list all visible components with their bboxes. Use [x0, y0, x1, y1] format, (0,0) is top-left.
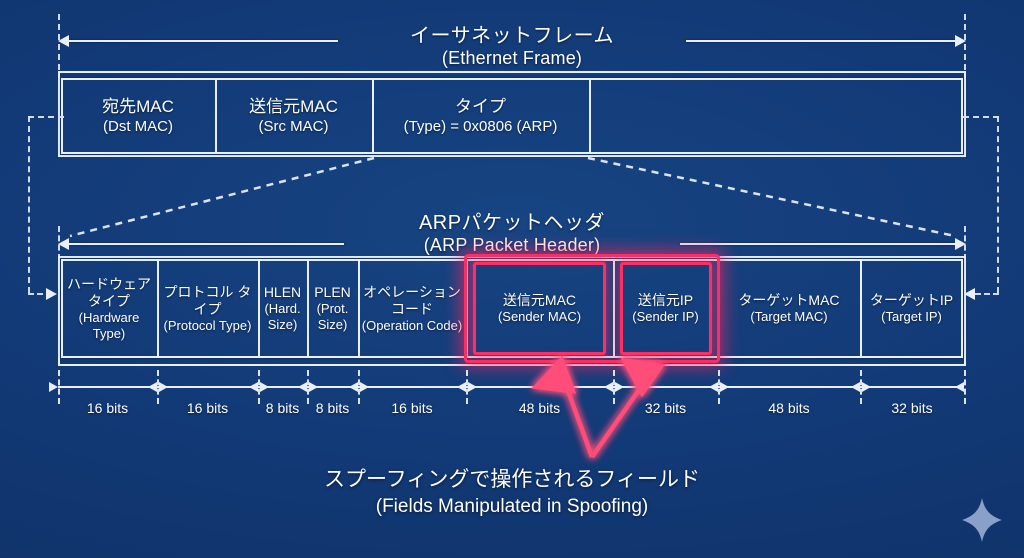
- ethernet-measure-arrow: [58, 35, 966, 47]
- arp-header-table: [61, 259, 963, 358]
- field-label-jp: ターゲットIP: [869, 292, 954, 308]
- bits-label-hardware-type: 16 bits: [86, 400, 129, 416]
- ethernet-title-jp: イーサネットフレーム: [410, 25, 614, 47]
- ethernet-divider-2: [372, 78, 374, 154]
- arp-field-target-mac[interactable]: ターゲットMAC (Target MAC): [718, 259, 860, 358]
- arp-divider-8: [860, 259, 862, 358]
- field-label-en: (Target IP): [881, 309, 942, 324]
- ethernet-frame-outer: [58, 71, 966, 157]
- expand-left-connector-h2: [28, 293, 52, 295]
- arp-title-en: (ARP Packet Header): [423, 235, 601, 255]
- field-label-jp: 宛先MAC: [102, 97, 174, 116]
- field-label-en: (Protocol Type): [163, 317, 252, 333]
- arp-divider-3: [307, 259, 309, 358]
- ethernet-field-src-mac[interactable]: 送信元MAC (Src MAC): [215, 78, 372, 154]
- arp-left-guide: [58, 226, 60, 260]
- bits-ruler: 16 bits 16 bits 8 bits 8 bits 16 bits 48…: [0, 370, 1024, 420]
- spoofing-caption-en: (Fields Manipulated in Spoofing): [375, 496, 649, 517]
- expand-right-connector-v: [997, 116, 999, 293]
- spoofing-caption-jp: スプーフィングで操作されるフィールド: [324, 468, 700, 491]
- ethernet-field-type[interactable]: タイプ (Type) = 0x0806 (ARP): [372, 78, 589, 154]
- field-label-en: (Target MAC): [750, 309, 828, 324]
- spoofing-highlight-group: [464, 254, 720, 363]
- bits-label-target-mac: 48 bits: [768, 400, 810, 416]
- field-label-en: (Sender MAC): [497, 309, 582, 324]
- field-label-en: (Prot. Size): [316, 301, 349, 332]
- field-label-jp: ハードウェア タイプ: [67, 275, 151, 309]
- ethernet-field-payload[interactable]: [589, 78, 963, 154]
- field-label-jp: タイプ: [455, 97, 506, 116]
- expand-right-arrowhead: [964, 288, 975, 300]
- field-label-jp: HLEN: [263, 284, 302, 300]
- field-label-en: (Src MAC): [258, 118, 329, 135]
- arp-divider-6: [613, 259, 615, 358]
- arp-divider-1: [157, 259, 159, 358]
- bits-label-sender-ip: 32 bits: [644, 400, 687, 416]
- arp-measure-arrow: [58, 238, 966, 250]
- arp-divider-4: [358, 259, 360, 358]
- ethernet-title-en: (Ethernet Frame): [441, 48, 583, 68]
- ethernet-left-guide: [58, 14, 60, 70]
- bits-label-hlen: 8 bits: [265, 400, 300, 416]
- arp-right-guide: [964, 226, 966, 260]
- field-label-jp: 送信元MAC: [249, 97, 338, 116]
- field-label-en: (Hardware Type): [78, 309, 140, 341]
- bits-label-protocol-type: 16 bits: [186, 400, 229, 416]
- field-label-jp: ターゲットMAC: [738, 292, 840, 308]
- ethernet-right-guide: [964, 14, 966, 70]
- field-label-jp: 送信元MAC: [502, 292, 577, 308]
- ethernet-divider-3: [589, 78, 591, 154]
- ethernet-divider-1: [215, 78, 217, 154]
- arp-field-target-ip[interactable]: ターゲットIP (Target IP): [860, 259, 963, 358]
- bits-label-operation-code: 16 bits: [391, 400, 433, 416]
- arp-field-operation-code[interactable]: オペレーションコード (Operation Code): [358, 259, 466, 358]
- field-label-en: (Dst MAC): [103, 118, 173, 135]
- spoofing-highlight-sender-mac: [473, 262, 606, 355]
- field-label-en: (Operation Code): [361, 317, 463, 333]
- field-label-jp: オペレーションコード: [363, 283, 461, 317]
- field-label-en: (Type) = 0x0806 (ARP): [403, 118, 558, 135]
- field-label-jp: 送信元IP: [637, 292, 694, 308]
- sparkle-icon: [962, 498, 1002, 542]
- expand-right-connector-h: [963, 116, 999, 118]
- arp-field-hardware-type[interactable]: ハードウェア タイプ (Hardware Type): [61, 259, 157, 358]
- bits-label-target-ip: 32 bits: [891, 400, 933, 416]
- arp-field-protocol-type[interactable]: プロトコル タイプ (Protocol Type): [157, 259, 258, 358]
- expand-left-connector-h: [28, 116, 64, 118]
- expand-left-arrowhead: [46, 288, 57, 300]
- spoofing-highlight-sender-ip: [620, 262, 712, 355]
- bits-label-sender-mac: 48 bits: [518, 400, 561, 416]
- field-label-jp: PLEN: [314, 284, 351, 300]
- ethernet-field-dst-mac[interactable]: 宛先MAC (Dst MAC): [61, 78, 215, 154]
- arp-table-outer: [58, 256, 966, 366]
- arp-field-sender-mac[interactable]: 送信元MAC (Sender MAC): [466, 259, 613, 358]
- field-label-en: (Sender IP): [632, 309, 699, 324]
- bits-label-plen: 8 bits: [315, 400, 350, 416]
- arp-field-hlen[interactable]: HLEN (Hard. Size): [258, 259, 307, 358]
- arp-divider-2: [258, 259, 260, 358]
- field-label-jp: プロトコル タイプ: [163, 283, 252, 317]
- arp-title-jp: ARPパケットヘッダ: [418, 212, 606, 234]
- expand-right-connector-h2: [975, 293, 999, 295]
- expand-left-connector-v: [28, 116, 30, 293]
- arp-divider-5: [466, 259, 468, 358]
- arp-field-sender-ip[interactable]: 送信元IP (Sender IP): [613, 259, 718, 358]
- arp-field-plen[interactable]: PLEN (Prot. Size): [307, 259, 358, 358]
- field-label-en: (Hard. Size): [264, 301, 301, 332]
